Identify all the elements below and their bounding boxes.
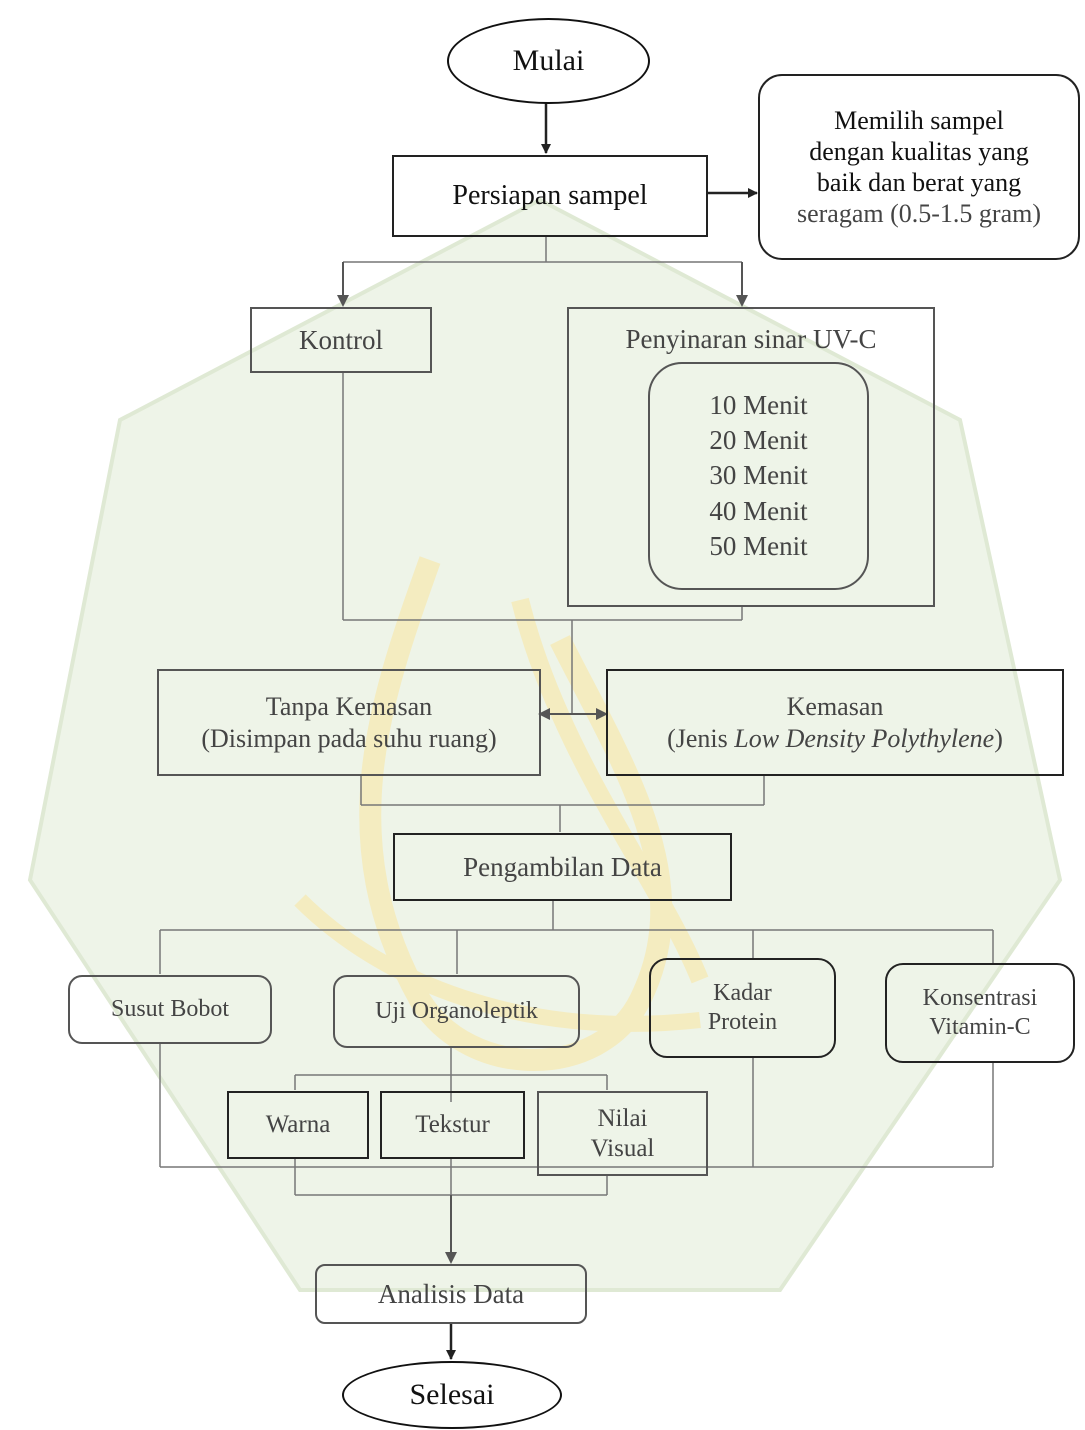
color-attribute: Warna bbox=[227, 1091, 369, 1159]
note-line-1: Memilih sampel bbox=[834, 105, 1004, 135]
weight-loss-label: Susut Bobot bbox=[110, 996, 230, 1023]
uvc-duration-list: 10 Menit 20 Menit 30 Menit 40 Menit 50 M… bbox=[709, 388, 807, 563]
no-packaging-title: Tanpa Kemasan bbox=[265, 692, 433, 722]
sample-preparation-step: Persiapan sampel bbox=[392, 155, 708, 237]
texture-attribute: Tekstur bbox=[380, 1091, 525, 1159]
no-packaging-step: Tanpa Kemasan (Disimpan pada suhu ruang) bbox=[157, 669, 541, 776]
note-line-3: baik dan berat yang bbox=[816, 168, 1022, 197]
vitamin-c-parameter: Konsentrasi Vitamin-C bbox=[885, 963, 1075, 1063]
end-label: Selesai bbox=[409, 1378, 495, 1411]
packaging-detail: (Jenis Low Density Polythylene) bbox=[667, 723, 1003, 754]
no-packaging-detail: (Disimpan pada suhu ruang) bbox=[201, 723, 497, 753]
data-collection-step: Pengambilan Data bbox=[393, 833, 732, 901]
end-terminal: Selesai bbox=[342, 1361, 562, 1429]
control-group: Kontrol bbox=[250, 307, 432, 373]
packaging-detail-post: ) bbox=[994, 723, 1003, 753]
data-collection-label: Pengambilan Data bbox=[463, 851, 662, 882]
start-label: Mulai bbox=[512, 44, 585, 77]
uvc-title: Penyinaran sinar UV-C bbox=[625, 324, 877, 354]
organoleptic-label: Uji Organoleptik bbox=[375, 998, 538, 1025]
weight-loss-parameter: Susut Bobot bbox=[68, 975, 272, 1044]
visual-line-1: Nilai bbox=[597, 1104, 648, 1132]
uvc-duration-box: 10 Menit 20 Menit 30 Menit 40 Menit 50 M… bbox=[648, 362, 869, 590]
uvc-irradiation-group: Penyinaran sinar UV-C bbox=[567, 307, 935, 607]
data-analysis-step: Analisis Data bbox=[315, 1264, 587, 1324]
vitamin-c-line-2: Vitamin-C bbox=[929, 1014, 1031, 1040]
visual-score-attribute: Nilai Visual bbox=[537, 1091, 708, 1176]
start-terminal: Mulai bbox=[447, 18, 650, 104]
visual-line-2: Visual bbox=[590, 1134, 655, 1162]
sample-selection-note: Memilih sampel dengan kualitas yang baik… bbox=[758, 74, 1080, 260]
texture-label: Tekstur bbox=[415, 1111, 490, 1138]
packaging-material: Low Density Polythylene bbox=[734, 723, 995, 753]
packaging-step: Kemasan (Jenis Low Density Polythylene) bbox=[606, 669, 1064, 776]
control-label: Kontrol bbox=[299, 324, 383, 355]
duration-10: 10 Menit bbox=[709, 390, 808, 421]
duration-50: 50 Menit bbox=[709, 530, 808, 561]
sample-preparation-label: Persiapan sampel bbox=[452, 180, 648, 212]
duration-40: 40 Menit bbox=[709, 495, 808, 526]
vitamin-c-line-1: Konsentrasi bbox=[922, 985, 1038, 1012]
protein-line-1: Kadar bbox=[713, 980, 772, 1007]
color-label: Warna bbox=[265, 1111, 331, 1138]
duration-20: 20 Menit bbox=[709, 425, 808, 456]
packaging-title: Kemasan bbox=[786, 692, 884, 722]
note-line-2: dengan kualitas yang bbox=[809, 136, 1029, 166]
data-analysis-label: Analisis Data bbox=[377, 1278, 525, 1309]
organoleptic-test: Uji Organoleptik bbox=[333, 975, 580, 1048]
packaging-detail-pre: (Jenis bbox=[667, 723, 735, 753]
protein-content-parameter: Kadar Protein bbox=[649, 958, 836, 1058]
duration-30: 30 Menit bbox=[709, 460, 808, 491]
note-line-4: seragam (0.5-1.5 gram) bbox=[796, 199, 1042, 229]
protein-line-2: Protein bbox=[707, 1009, 778, 1035]
